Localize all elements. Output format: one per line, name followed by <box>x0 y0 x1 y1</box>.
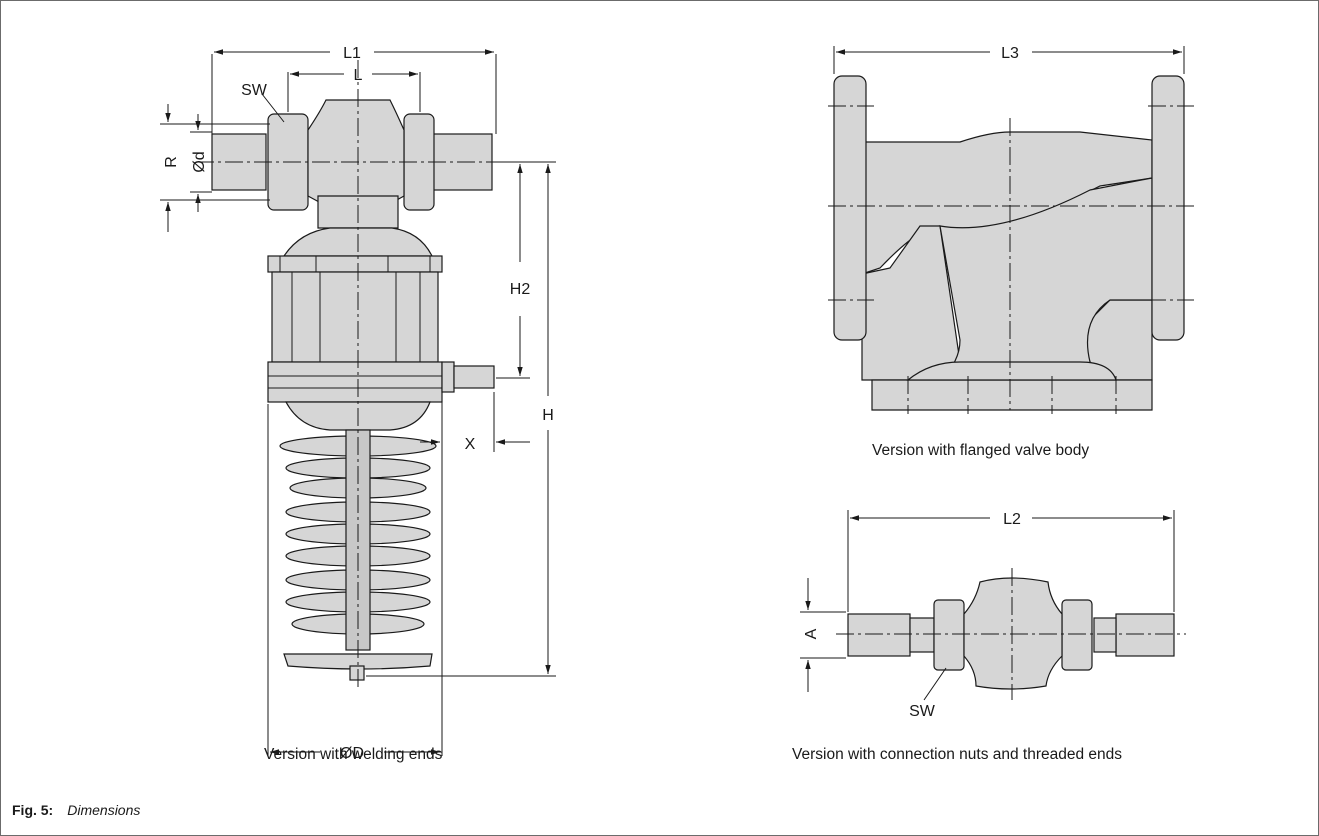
dim-label-X: X <box>465 436 476 453</box>
dim-label-D: ØD <box>340 745 364 762</box>
dim-label-H2: H2 <box>510 281 531 298</box>
welding-version-details <box>196 60 520 690</box>
caption-threaded: Version with connection nuts and threade… <box>792 746 1123 763</box>
dim-label-SW: SW <box>241 82 268 99</box>
dim-label-d: Ød <box>191 151 208 172</box>
welding-dimension-texts: L1 L SW R Ød H2 H X ØD <box>163 45 554 762</box>
flanged-version-drawing <box>833 75 1185 411</box>
dim-label-H: H <box>542 407 554 424</box>
dim-label-A: A <box>803 628 820 639</box>
threaded-version-centerlines <box>836 568 1186 700</box>
dim-label-R: R <box>163 156 180 168</box>
flanged-version-centerlines <box>828 105 1196 414</box>
caption-welding: Version with welding ends <box>264 746 443 763</box>
flanged-dimension-lines <box>833 46 1185 74</box>
dim-label-L2: L2 <box>1003 511 1021 528</box>
caption-flanged: Version with flanged valve body <box>872 442 1090 459</box>
threaded-version-drawing <box>847 577 1175 690</box>
welding-dimension-lines <box>160 49 556 756</box>
figure-caption: Fig. 5: Dimensions <box>12 802 140 818</box>
welding-version-drawing <box>211 99 495 681</box>
dim-label-L: L <box>354 67 363 84</box>
dim-label-L1: L1 <box>343 45 361 62</box>
dim-label-SW2: SW <box>909 703 936 720</box>
threaded-dimension-lines <box>800 510 1175 701</box>
figure-number: Fig. 5: <box>12 802 54 818</box>
dim-label-L3: L3 <box>1001 45 1019 62</box>
figure-title: Dimensions <box>67 802 141 818</box>
